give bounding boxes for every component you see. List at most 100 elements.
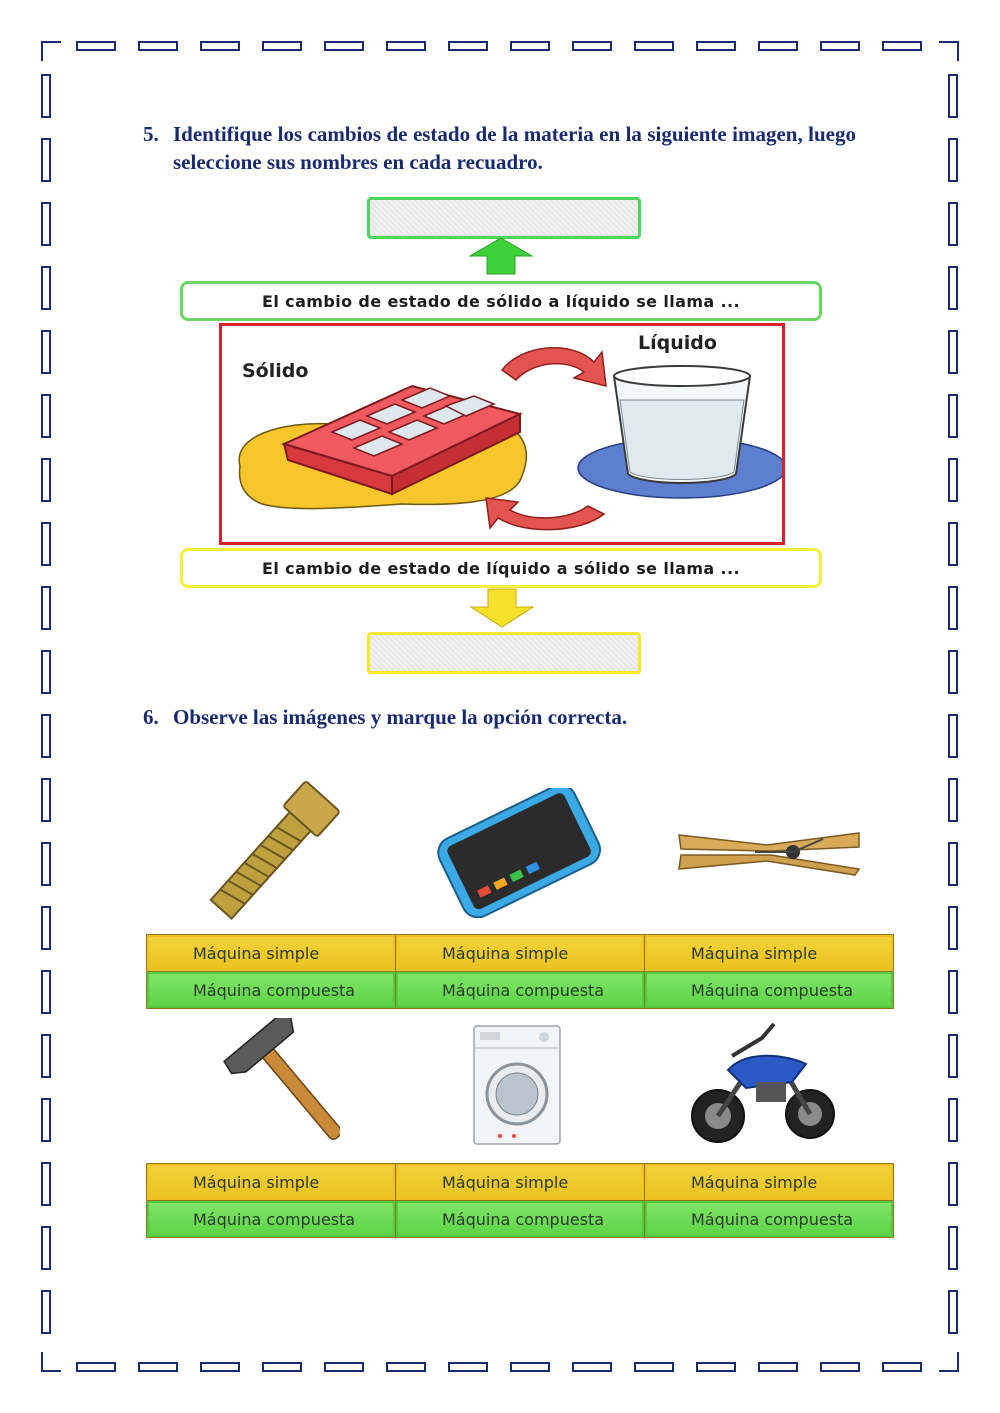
- border-dash: [696, 41, 736, 51]
- border-dash: [948, 842, 958, 886]
- border-dash: [41, 1098, 51, 1142]
- border-dash: [634, 41, 674, 51]
- border-dash: [41, 394, 51, 438]
- border-dash: [41, 458, 51, 502]
- border-dash: [76, 41, 116, 51]
- border-dash: [41, 202, 51, 246]
- border-dash: [41, 1162, 51, 1206]
- border-dash: [948, 138, 958, 182]
- border-dash: [572, 41, 612, 51]
- border-dash: [948, 522, 958, 566]
- border-dash: [510, 1362, 550, 1372]
- border-dash: [386, 41, 426, 51]
- border-dash: [41, 714, 51, 758]
- border-dash: [634, 1362, 674, 1372]
- border-dash: [41, 266, 51, 310]
- option-bolt-compound[interactable]: Máquina compuesta: [147, 972, 395, 1008]
- border-dash: [41, 138, 51, 182]
- border-dash: [948, 650, 958, 694]
- border-dash: [510, 41, 550, 51]
- ice-tray-icon: [281, 384, 523, 496]
- smartphone-icon: [437, 788, 601, 918]
- hammer-icon: [223, 1018, 340, 1140]
- border-dash: [882, 41, 922, 51]
- border-dash: [262, 41, 302, 51]
- border-dash: [448, 41, 488, 51]
- border-dash: [948, 1226, 958, 1270]
- border-dash: [200, 1362, 240, 1372]
- border-dash: [41, 74, 51, 118]
- option-smartphone-simple[interactable]: Máquina simple: [396, 935, 644, 971]
- border-dash: [758, 1362, 798, 1372]
- options-row-1: Máquina simple Máquina simple Máquina si…: [146, 934, 894, 1009]
- question-6-number: 6.: [143, 705, 159, 729]
- border-dash: [41, 970, 51, 1014]
- border-dash: [41, 330, 51, 374]
- border-dash: [948, 74, 958, 118]
- border-dash: [386, 1362, 426, 1372]
- arrow-down-icon: [470, 588, 534, 628]
- motorcycle-icon: [691, 1022, 835, 1143]
- border-dash: [948, 330, 958, 374]
- border-dash: [882, 1362, 922, 1372]
- clothespin-icon: [678, 832, 861, 876]
- answer-box-top[interactable]: [367, 197, 641, 239]
- border-dash: [948, 458, 958, 502]
- option-clothespin-simple[interactable]: Máquina simple: [645, 935, 893, 971]
- border-dash: [948, 1034, 958, 1078]
- border-dash: [758, 41, 798, 51]
- option-smartphone-compound[interactable]: Máquina compuesta: [396, 972, 644, 1008]
- border-dash: [41, 1290, 51, 1334]
- option-clothespin-compound[interactable]: Máquina compuesta: [645, 972, 893, 1008]
- border-dash: [948, 586, 958, 630]
- border-dash: [262, 1362, 302, 1372]
- answer-box-bottom[interactable]: [367, 632, 641, 674]
- border-dash: [948, 1290, 958, 1334]
- border-dash: [948, 1162, 958, 1206]
- glass-of-water-icon: [612, 365, 752, 484]
- bolt-icon: [209, 781, 340, 921]
- state-change-scene: Sólido Líquido: [219, 323, 785, 545]
- border-dash: [696, 1362, 736, 1372]
- border-dash: [948, 394, 958, 438]
- border-dash: [948, 266, 958, 310]
- border-dash: [948, 906, 958, 950]
- option-hammer-compound[interactable]: Máquina compuesta: [147, 1201, 395, 1237]
- option-bolt-simple[interactable]: Máquina simple: [147, 935, 395, 971]
- border-dash: [820, 41, 860, 51]
- scene-illustration: [238, 346, 782, 531]
- border-dash: [820, 1362, 860, 1372]
- border-dash: [41, 522, 51, 566]
- border-corner: [41, 1352, 61, 1372]
- border-dash: [41, 1034, 51, 1078]
- option-motorcycle-compound[interactable]: Máquina compuesta: [645, 1201, 893, 1237]
- option-washing-machine-simple[interactable]: Máquina simple: [396, 1164, 644, 1200]
- option-hammer-simple[interactable]: Máquina simple: [147, 1164, 395, 1200]
- border-dash: [948, 202, 958, 246]
- border-corner: [939, 41, 959, 61]
- question-5-heading: 5. Identifique los cambios de estado de …: [143, 120, 856, 180]
- border-dash: [948, 714, 958, 758]
- options-row-2: Máquina simple Máquina simple Máquina si…: [146, 1163, 894, 1238]
- border-dash: [138, 41, 178, 51]
- option-motorcycle-simple[interactable]: Máquina simple: [645, 1164, 893, 1200]
- border-dash: [948, 778, 958, 822]
- border-dash: [41, 778, 51, 822]
- border-corner: [939, 1352, 959, 1372]
- border-dash: [572, 1362, 612, 1372]
- border-dash: [948, 1098, 958, 1142]
- border-dash: [41, 842, 51, 886]
- border-dash: [448, 1362, 488, 1372]
- banner-solid-to-liquid: El cambio de estado de sólido a líquido …: [180, 281, 822, 321]
- border-dash: [948, 970, 958, 1014]
- washing-machine-icon: [473, 1025, 561, 1145]
- border-dash: [324, 41, 364, 51]
- border-dash: [41, 650, 51, 694]
- label-solid: Sólido: [242, 360, 309, 382]
- option-washing-machine-compound[interactable]: Máquina compuesta: [396, 1201, 644, 1237]
- border-dash: [138, 1362, 178, 1372]
- border-dash: [200, 41, 240, 51]
- border-dash: [324, 1362, 364, 1372]
- border-dash: [76, 1362, 116, 1372]
- question-5-number: 5.: [143, 122, 159, 146]
